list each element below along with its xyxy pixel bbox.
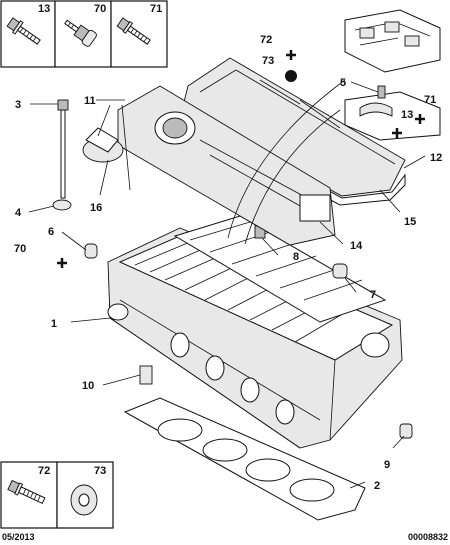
washer-73-marker xyxy=(285,70,297,82)
leader-lines xyxy=(28,79,426,489)
plug-7 xyxy=(332,263,348,279)
kit-box-71[interactable]: 71 xyxy=(110,0,168,68)
cross-marker-13 xyxy=(392,128,402,138)
stud-nut-icon xyxy=(64,19,97,47)
callout-72: 72 xyxy=(260,34,272,46)
upper-cover xyxy=(117,85,336,246)
callout-15: 15 xyxy=(404,216,416,228)
callout-1: 1 xyxy=(51,318,57,330)
callout-10: 10 xyxy=(82,380,94,392)
callout-11: 11 xyxy=(84,95,96,107)
footer-date: 05/2013 xyxy=(2,532,35,542)
cross-marker-70 xyxy=(57,258,67,268)
dowel-10 xyxy=(139,365,153,385)
callout-70: 70 xyxy=(14,243,26,255)
plug-9 xyxy=(399,423,413,439)
tappet-5 xyxy=(377,85,386,99)
plug-6 xyxy=(84,243,98,259)
washer-4 xyxy=(52,199,72,211)
bolt-icon xyxy=(116,17,151,45)
kit-box-13[interactable]: 13 xyxy=(0,0,56,68)
cross-marker-72 xyxy=(286,50,296,60)
footer-doc-number: 00008832 xyxy=(408,532,448,542)
callout-labels: 1 2 3 4 5 6 7 8 9 10 11 12 13 14 15 16 7… xyxy=(14,34,442,492)
callout-14: 14 xyxy=(350,240,363,252)
kit-ref-72: 72 xyxy=(38,465,50,477)
callout-71: 71 xyxy=(424,94,436,106)
kit-box-72[interactable]: 72 xyxy=(0,461,58,529)
kit-box-73[interactable]: 73 xyxy=(56,461,114,529)
kit-ref-13: 13 xyxy=(38,3,50,15)
callout-3: 3 xyxy=(15,99,21,111)
callout-4: 4 xyxy=(15,207,22,219)
cylinder-head xyxy=(107,227,403,449)
callout-9: 9 xyxy=(384,459,390,471)
callout-13: 13 xyxy=(401,109,413,121)
callout-73: 73 xyxy=(262,55,274,67)
washer-icon xyxy=(70,484,98,516)
kit-box-70[interactable]: 70 xyxy=(54,0,112,68)
callout-8: 8 xyxy=(293,251,299,263)
kit-ref-71: 71 xyxy=(150,3,162,15)
callout-2: 2 xyxy=(374,480,380,492)
callout-5: 5 xyxy=(340,77,346,89)
filler-cap-16 xyxy=(82,127,124,163)
kit-ref-73: 73 xyxy=(94,465,106,477)
detail-inset-bearing xyxy=(344,9,441,141)
callout-12: 12 xyxy=(430,152,442,164)
kit-ref-70: 70 xyxy=(94,3,106,15)
bolt-3 xyxy=(57,99,69,199)
callout-7: 7 xyxy=(370,289,376,301)
bolt-flange-icon xyxy=(6,17,41,45)
callout-16: 16 xyxy=(90,202,102,214)
cross-marker-71 xyxy=(415,114,425,124)
callout-6: 6 xyxy=(48,226,54,238)
bolt-icon xyxy=(7,479,46,505)
head-gasket xyxy=(123,397,366,521)
cam-carrier xyxy=(173,215,387,323)
